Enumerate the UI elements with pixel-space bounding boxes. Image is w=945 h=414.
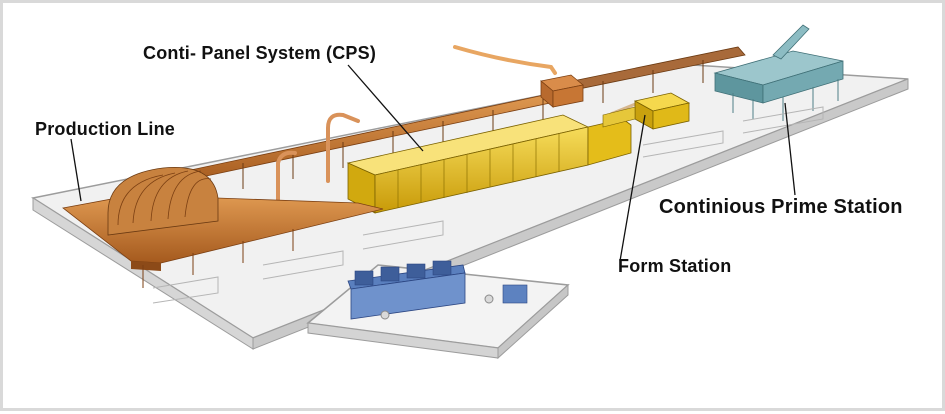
leader-prime-station bbox=[784, 102, 796, 196]
prime-station-machine bbox=[713, 24, 844, 121]
cps-machine bbox=[346, 114, 632, 214]
leader-form-station bbox=[619, 114, 646, 262]
control-consoles bbox=[347, 260, 528, 320]
feed-unit bbox=[540, 74, 584, 108]
leader-cps bbox=[347, 64, 424, 152]
label-cps: Conti- Panel System (CPS) bbox=[143, 43, 377, 63]
leader-production-line bbox=[70, 138, 82, 202]
plant-illustration bbox=[31, 24, 909, 360]
label-prime-station: Continious Prime Station bbox=[659, 196, 903, 218]
callout-leaders bbox=[70, 64, 796, 262]
form-station-machine bbox=[602, 92, 691, 130]
safety-railings bbox=[152, 106, 824, 304]
label-form-station: Form Station bbox=[618, 256, 732, 276]
curing-oven bbox=[107, 166, 219, 236]
label-production-line: Production Line bbox=[35, 119, 175, 139]
